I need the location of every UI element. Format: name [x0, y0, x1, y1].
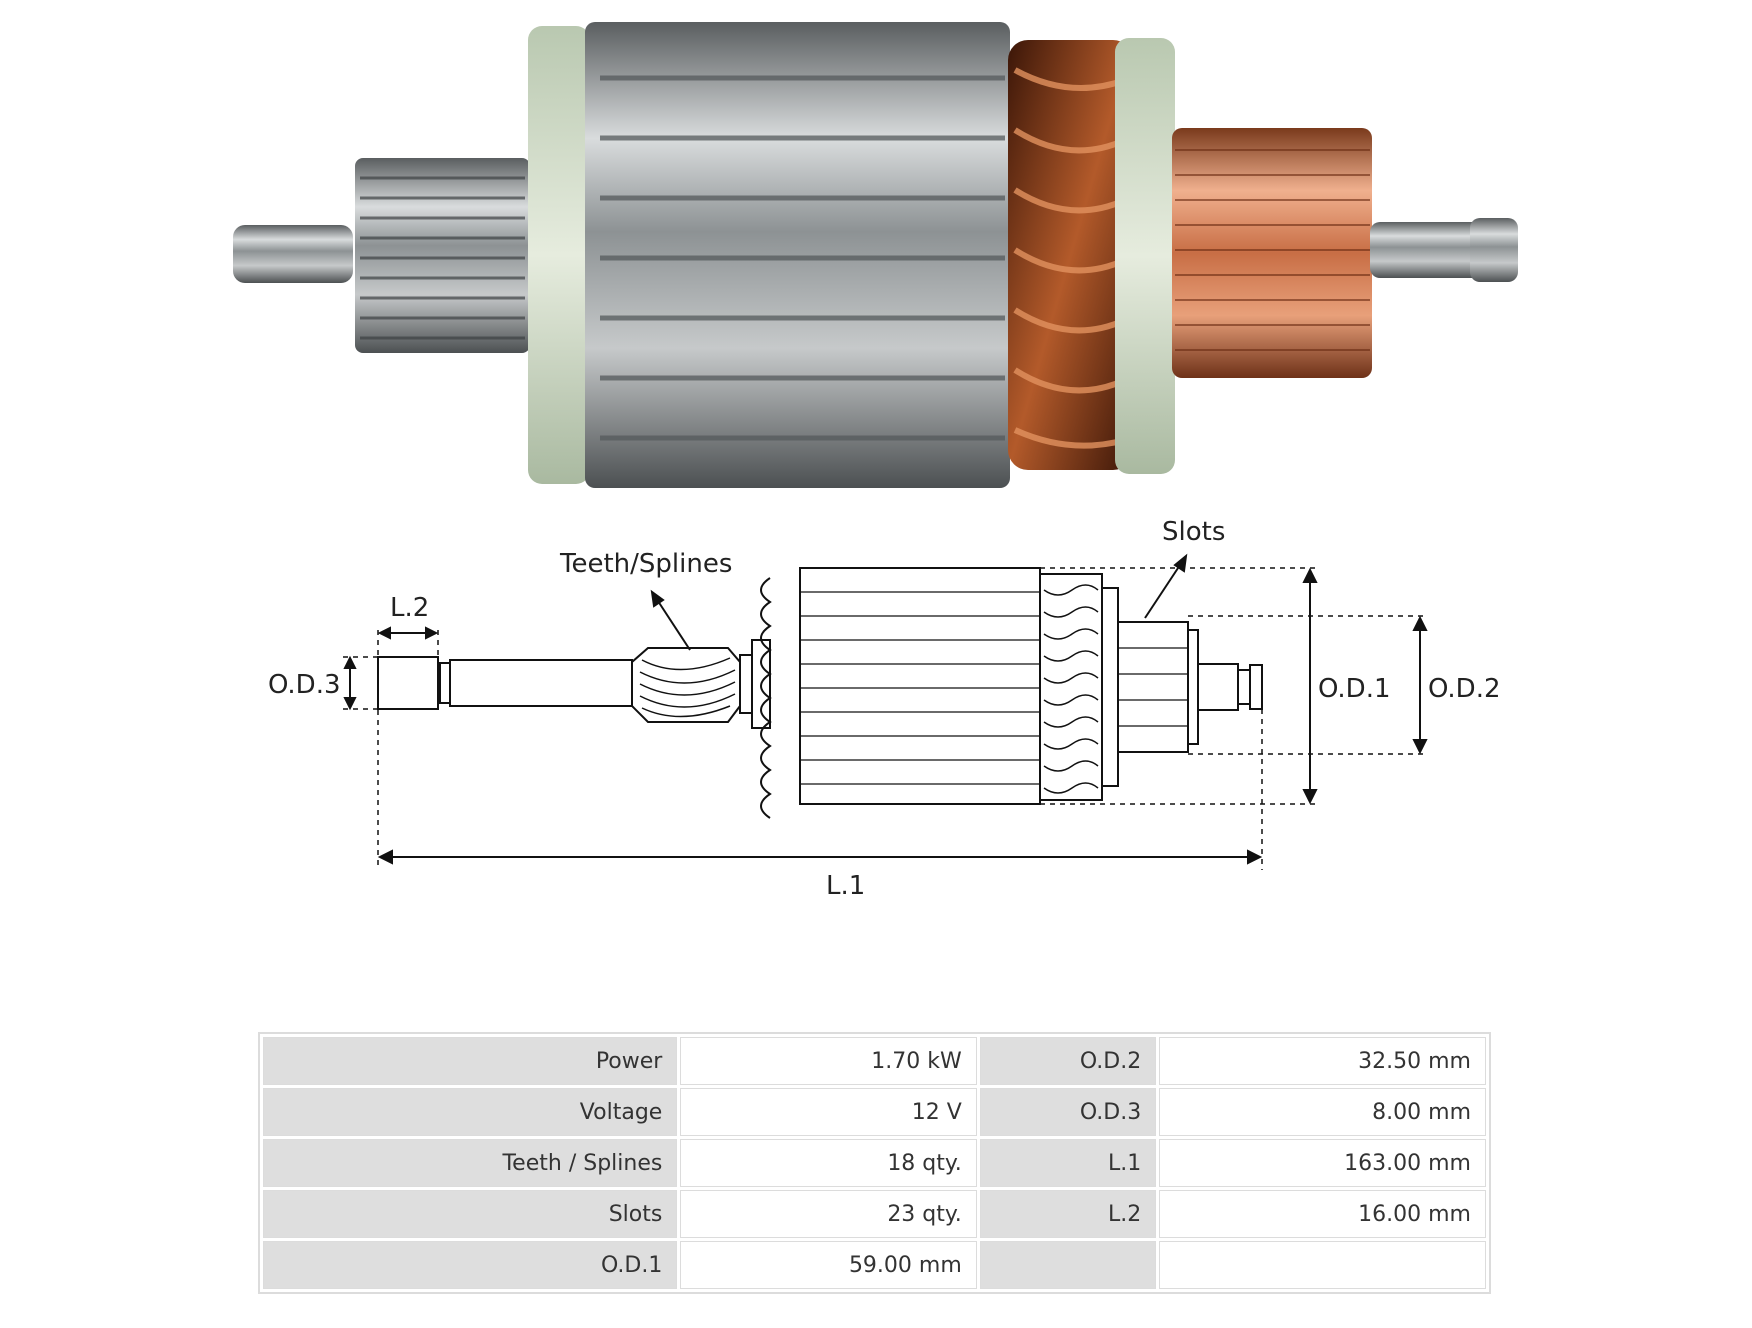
spec-value: 18 qty. [680, 1139, 977, 1187]
spec-value [1159, 1241, 1486, 1289]
spec-key: Teeth / Splines [263, 1139, 678, 1187]
spec-value: 23 qty. [680, 1190, 977, 1238]
dimension-diagram: Teeth/Splines Slots L.2 L.1 O.D.1 O.D.2 … [268, 517, 1501, 901]
spec-key: Slots [263, 1190, 678, 1238]
slots-label: Slots [1162, 517, 1225, 547]
spec-value: 8.00 mm [1159, 1088, 1486, 1136]
spec-value: 59.00 mm [680, 1241, 977, 1289]
spec-value: 32.50 mm [1159, 1037, 1486, 1085]
spec-key: O.D.2 [979, 1037, 1157, 1085]
table-row: Voltage 12 V O.D.3 8.00 mm [263, 1088, 1486, 1136]
teeth-splines-label: Teeth/Splines [559, 549, 732, 579]
armature-photo [233, 22, 1518, 488]
spec-value: 12 V [680, 1088, 977, 1136]
spec-key: O.D.3 [979, 1088, 1157, 1136]
specs-table: Power 1.70 kW O.D.2 32.50 mm Voltage 12 … [258, 1032, 1491, 1294]
spec-key: O.D.1 [263, 1241, 678, 1289]
table-row: O.D.1 59.00 mm [263, 1241, 1486, 1289]
spec-key: Power [263, 1037, 678, 1085]
spec-key [979, 1241, 1157, 1289]
spec-value: 1.70 kW [680, 1037, 977, 1085]
l1-label: L.1 [826, 871, 865, 901]
spec-value: 16.00 mm [1159, 1190, 1486, 1238]
od1-label: O.D.1 [1318, 674, 1391, 704]
table-row: Slots 23 qty. L.2 16.00 mm [263, 1190, 1486, 1238]
table-row: Power 1.70 kW O.D.2 32.50 mm [263, 1037, 1486, 1085]
table-row: Teeth / Splines 18 qty. L.1 163.00 mm [263, 1139, 1486, 1187]
spec-key: L.2 [979, 1190, 1157, 1238]
l2-label: L.2 [390, 593, 429, 623]
spec-key: Voltage [263, 1088, 678, 1136]
od2-label: O.D.2 [1428, 674, 1501, 704]
spec-value: 163.00 mm [1159, 1139, 1486, 1187]
od3-label: O.D.3 [268, 670, 341, 700]
spec-key: L.1 [979, 1139, 1157, 1187]
